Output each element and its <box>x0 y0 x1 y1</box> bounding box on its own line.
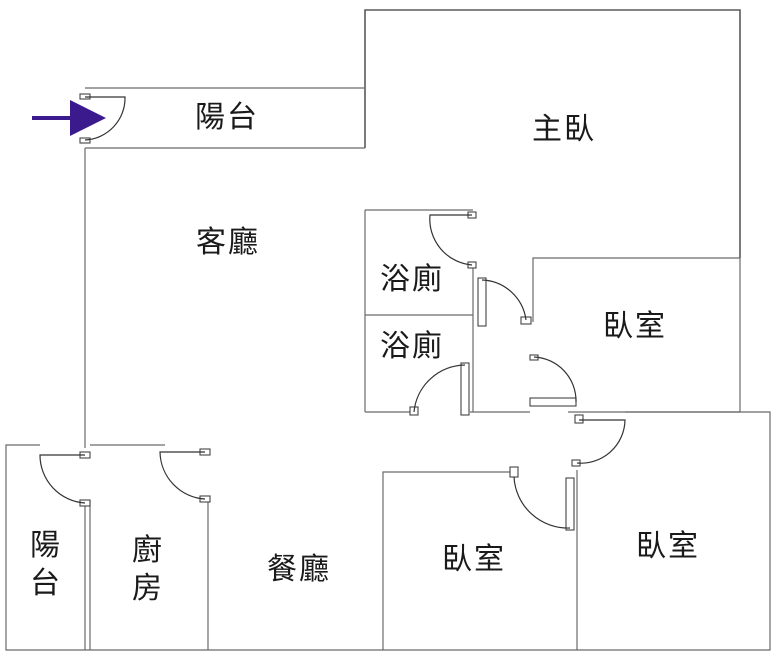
door-bathroom-1 <box>429 211 477 269</box>
door-bedroom-right <box>529 354 577 407</box>
room-label-bedroom-bottom-right: 臥室 <box>636 529 700 564</box>
bathroom-walls <box>364 209 530 413</box>
door-balcony-left <box>39 451 91 507</box>
bedroom-bottom-right-walls <box>576 411 771 651</box>
room-label-bedroom-center: 臥室 <box>442 542 506 577</box>
arrow-icon <box>32 100 106 136</box>
room-label-bedroom-right: 臥室 <box>603 309 667 344</box>
door-bedroom-bottom-right <box>571 414 626 467</box>
room-label-bathroom-1: 浴廁 <box>380 262 444 297</box>
door-bathroom-2 <box>409 362 470 416</box>
lower-left-walls <box>5 444 383 651</box>
master-bedroom-walls <box>364 9 741 258</box>
bedroom-center-walls <box>382 471 577 651</box>
door-balcony-top <box>79 93 126 144</box>
room-label-dining-room: 餐廳 <box>267 552 331 587</box>
door-hall <box>477 277 532 327</box>
room-label-balcony-top: 陽台 <box>195 100 259 135</box>
room-label-living-room: 客廳 <box>196 225 260 260</box>
room-label-bathroom-2: 浴廁 <box>380 329 444 364</box>
door-bedroom-center <box>509 466 575 531</box>
door-kitchen <box>159 448 211 503</box>
room-label-balcony-left: 陽台 <box>30 528 62 601</box>
room-label-kitchen: 廚房 <box>132 533 164 606</box>
balcony-top-walls <box>85 87 365 149</box>
room-label-master-bedroom: 主臥 <box>532 112 596 147</box>
